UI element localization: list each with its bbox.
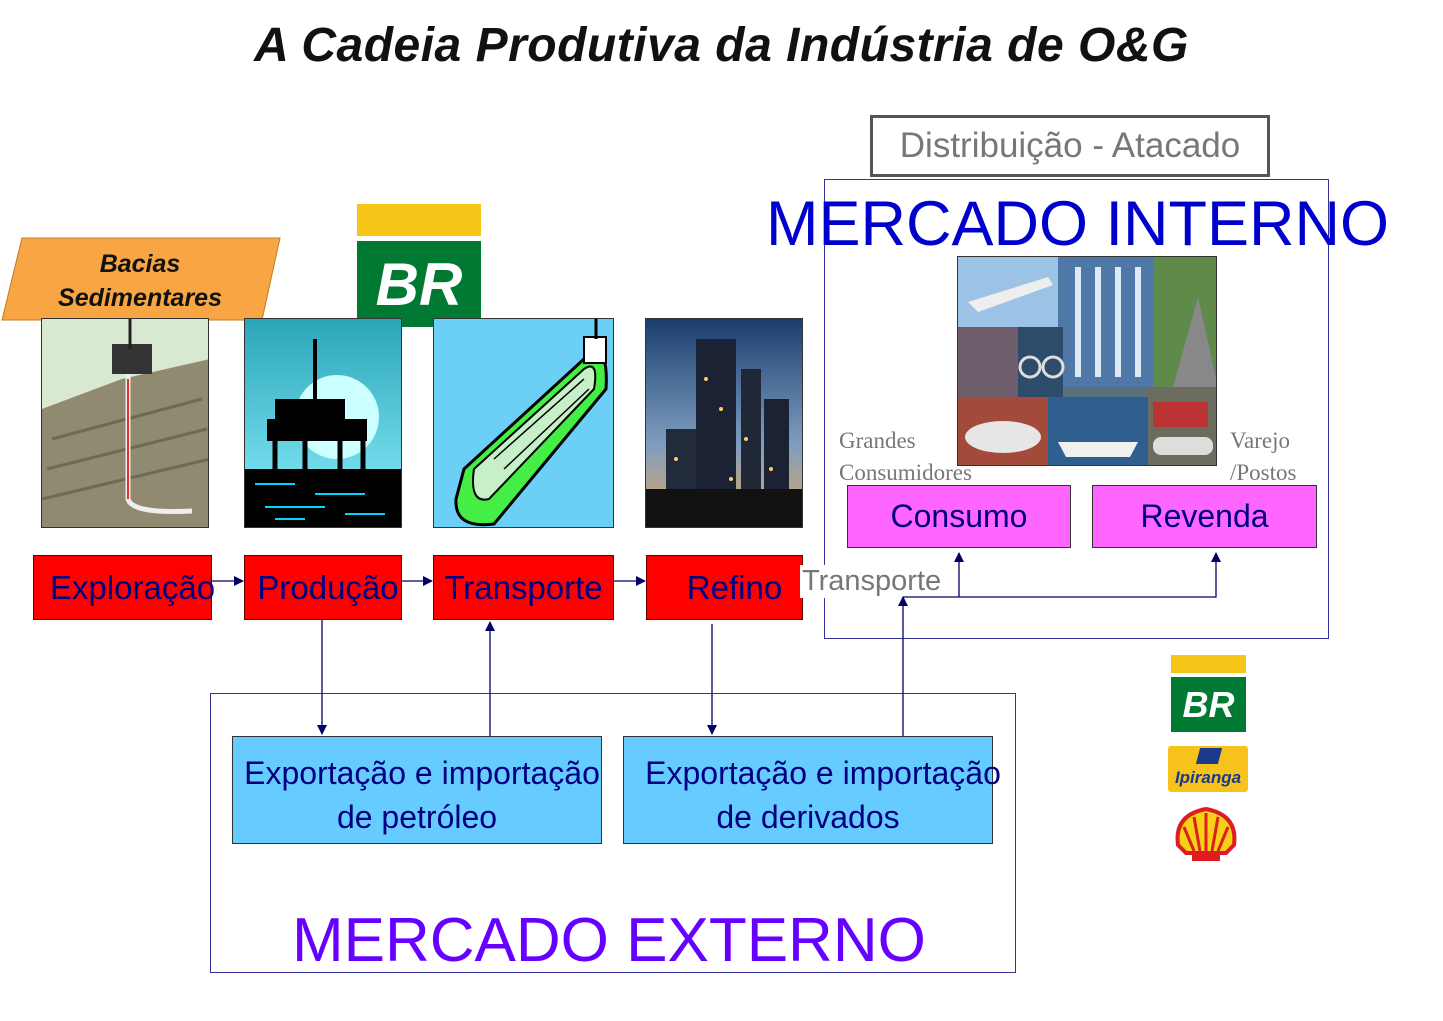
exportacao-derivados-line2: de derivados	[716, 799, 900, 835]
br-logo-text: BR	[375, 250, 463, 318]
transporte-distribuicao-label: Transporte	[800, 565, 944, 598]
mercado-externo-frame	[210, 693, 1016, 973]
bacias-line1: Bacias	[99, 250, 181, 278]
exportacao-petroleo-box: Exportação e importação de petróleo	[232, 736, 602, 844]
distribuicao-label: Distribuição - Atacado	[870, 115, 1270, 177]
arrow-to-revenda	[903, 552, 1221, 598]
consumer-collage-icon	[957, 256, 1217, 466]
transporte-box: Transporte	[433, 555, 614, 620]
ipiranga-logo: Ipiranga	[1168, 746, 1248, 792]
varejo-postos-label: Varejo /Postos	[1230, 425, 1296, 489]
consumo-box: Consumo	[847, 485, 1071, 548]
mercado-interno-frame	[824, 179, 1329, 639]
br-logo-small: BR	[1171, 655, 1246, 732]
grandes-consumidores-label: Grandes Consumidores	[839, 425, 972, 489]
exploracao-label: Exploração	[49, 568, 216, 606]
exportacao-petroleo-line2: de petróleo	[336, 799, 498, 835]
producao-label: Produção	[257, 568, 399, 606]
offshore-platform-icon	[244, 318, 402, 528]
shell-logo-icon	[1175, 806, 1237, 861]
refino-label: Refino	[686, 568, 783, 606]
grandes-line1: Grandes	[839, 428, 916, 453]
revenda-box: Revenda	[1092, 485, 1317, 548]
oil-tanker-icon	[433, 318, 614, 528]
bacias-label: Bacias Sedimentares	[20, 247, 260, 315]
mercado-externo-title: MERCADO EXTERNO	[292, 906, 926, 975]
exportacao-petroleo-line1: Exportação e importação	[244, 755, 600, 791]
varejo-line1: Varejo	[1230, 428, 1291, 453]
producao-box: Produção	[244, 555, 402, 620]
consumo-label: Consumo	[890, 498, 1028, 534]
br-logo-top: BR	[357, 204, 481, 327]
br-logo-small-text: BR	[1182, 683, 1235, 725]
varejo-line2: /Postos	[1230, 460, 1297, 485]
exportacao-derivados-box: Exportação e importação de derivados	[623, 736, 1001, 844]
refinery-icon	[645, 318, 803, 528]
exploration-rig-icon	[41, 318, 209, 528]
revenda-label: Revenda	[1140, 498, 1269, 534]
mercado-interno-title: MERCADO INTERNO	[766, 189, 1390, 259]
exploracao-box: Exploração	[33, 555, 216, 620]
transporte-label: Transporte	[444, 568, 603, 606]
page-title: A Cadeia Produtiva da Indústria de O&G	[254, 19, 1189, 72]
bacias-line2: Sedimentares	[58, 284, 222, 312]
exportacao-derivados-line1: Exportação e importação	[645, 755, 1001, 791]
ipiranga-logo-text: Ipiranga	[1174, 768, 1242, 787]
grandes-line2: Consumidores	[839, 460, 972, 485]
refino-box: Refino	[646, 555, 803, 620]
